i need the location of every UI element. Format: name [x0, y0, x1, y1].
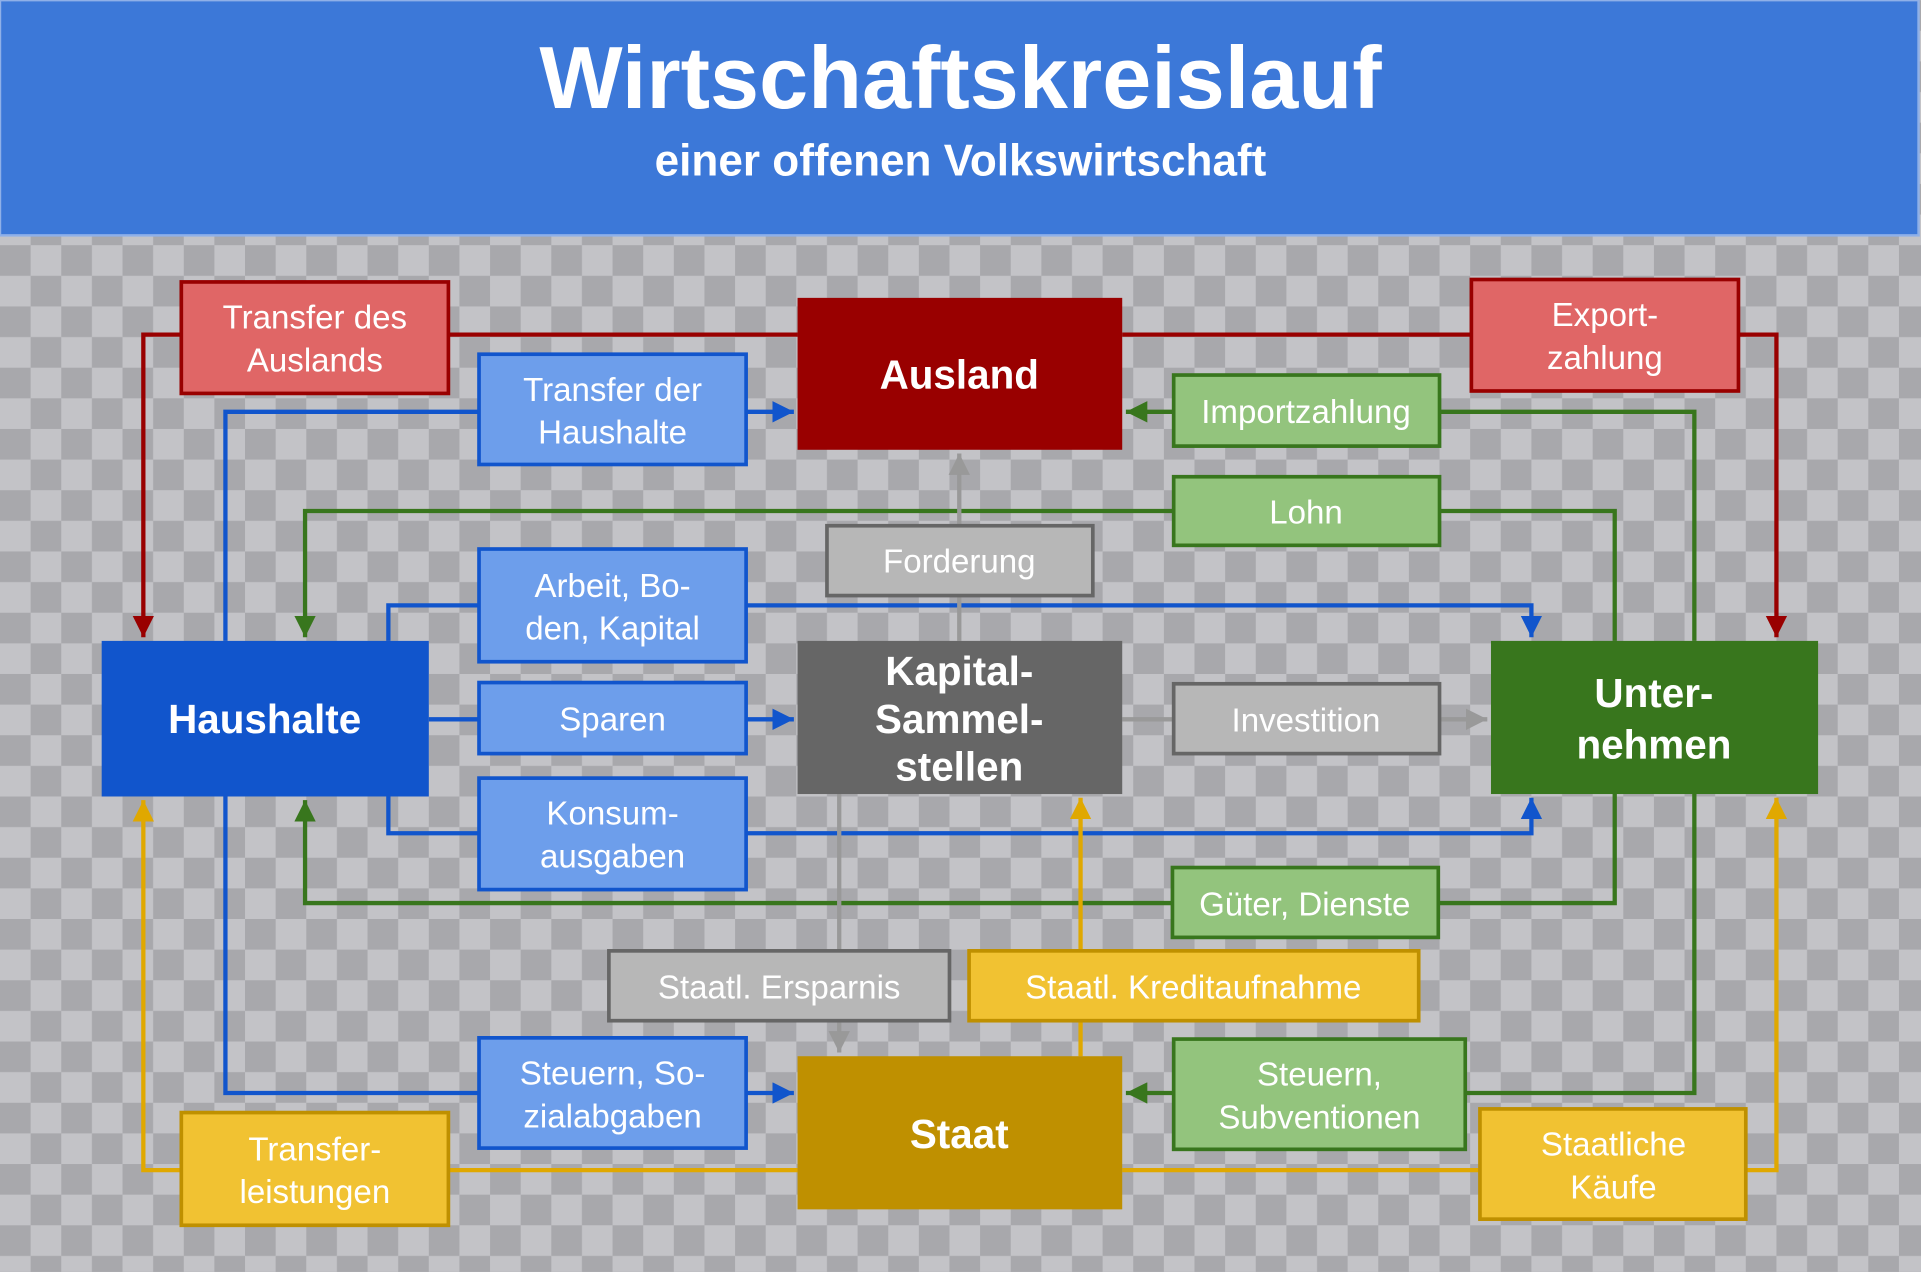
flow-steuern-subventionen: Steuern,Subventionen — [1171, 1037, 1468, 1152]
svg-text:Export-zahlung: Export-zahlung — [1547, 297, 1663, 377]
flow-staatl-ersparnis: Staatl. Ersparnis — [607, 949, 952, 1023]
svg-text:Lohn: Lohn — [1269, 494, 1343, 531]
line-steuern-haushalte — [223, 796, 480, 1096]
svg-text:Güter, Dienste: Güter, Dienste — [1199, 886, 1410, 923]
arrow-konsum — [746, 797, 1543, 836]
svg-text:Steuern,Subventionen: Steuern,Subventionen — [1218, 1057, 1420, 1137]
svg-text:Staatl. Ersparnis: Staatl. Ersparnis — [658, 970, 901, 1007]
line-arbeit — [386, 603, 480, 641]
svg-text:Kapital-Sammel-stellen: Kapital-Sammel-stellen — [875, 648, 1043, 790]
svg-text:Importzahlung: Importzahlung — [1201, 394, 1411, 431]
line-steuern-unternehmen — [1465, 794, 1697, 1096]
flow-lohn: Lohn — [1171, 474, 1442, 548]
svg-text:Steuern, So-zialabgaben: Steuern, So-zialabgaben — [520, 1055, 706, 1135]
arrow-gueter — [294, 800, 1173, 906]
flow-gueter-dienste: Güter, Dienste — [1170, 865, 1441, 940]
title: Wirtschaftskreislauf — [539, 28, 1382, 127]
arrow-staatliche-kaeufe — [1745, 797, 1788, 1173]
svg-text:Unter-nehmen: Unter-nehmen — [1576, 670, 1731, 767]
sector-unternehmen: Unter-nehmen — [1490, 640, 1819, 795]
flow-forderung: Forderung — [825, 523, 1095, 598]
header: Wirtschaftskreislauf einer offenen Volks… — [0, 0, 1920, 237]
flow-exportzahlung: Export-zahlung — [1469, 277, 1741, 393]
svg-text:Sparen: Sparen — [559, 701, 666, 738]
subtitle: einer offenen Volkswirtschaft — [655, 136, 1267, 185]
flow-sparen: Sparen — [477, 680, 748, 756]
arrow-transferleistungen — [132, 800, 182, 1173]
sector-haushalte: Haushalte — [101, 640, 429, 797]
sector-ausland: Ausland — [797, 297, 1123, 450]
arrow-exportzahlung — [1738, 332, 1788, 638]
svg-text:Ausland: Ausland — [880, 352, 1039, 398]
flow-konsumausgaben: Konsum-ausgaben — [477, 776, 748, 892]
flow-importzahlung: Importzahlung — [1171, 373, 1442, 448]
arrow-arbeit — [746, 603, 1543, 638]
flow-transferleistungen: Transfer-leistungen — [179, 1110, 451, 1228]
flow-investition: Investition — [1171, 681, 1442, 756]
line-lohn — [1439, 508, 1617, 641]
svg-text:Transfer-leistungen: Transfer-leistungen — [239, 1131, 390, 1211]
svg-text:Forderung: Forderung — [883, 543, 1036, 580]
svg-text:Haushalte: Haushalte — [168, 696, 361, 742]
svg-text:Staat: Staat — [910, 1111, 1009, 1157]
line-transfer-haushalte — [223, 409, 480, 641]
line-importzahlung — [1439, 409, 1697, 641]
arrow-transfer-ausland — [132, 332, 182, 638]
svg-text:Investition: Investition — [1232, 703, 1381, 740]
line-gueter — [1438, 794, 1617, 906]
sector-kapitalsammelstellen: Kapital-Sammel-stellen — [797, 640, 1123, 795]
svg-text:Arbeit, Bo-den, Kapital: Arbeit, Bo-den, Kapital — [525, 568, 700, 648]
flow-staatl-kreditaufnahme: Staatl. Kreditaufnahme — [967, 949, 1421, 1023]
flow-steuern-sozialabgaben: Steuern, So-zialabgaben — [477, 1036, 748, 1150]
line-konsum — [386, 796, 480, 836]
flow-arbeit-boden-kapital: Arbeit, Bo-den, Kapital — [477, 547, 748, 664]
flow-lines — [132, 332, 1788, 1173]
svg-text:Konsum-ausgaben: Konsum-ausgaben — [540, 796, 685, 876]
sector-staat: Staat — [797, 1056, 1123, 1210]
svg-text:Staatl. Kreditaufnahme: Staatl. Kreditaufnahme — [1025, 970, 1361, 1007]
arrow-lohn — [294, 508, 1174, 638]
